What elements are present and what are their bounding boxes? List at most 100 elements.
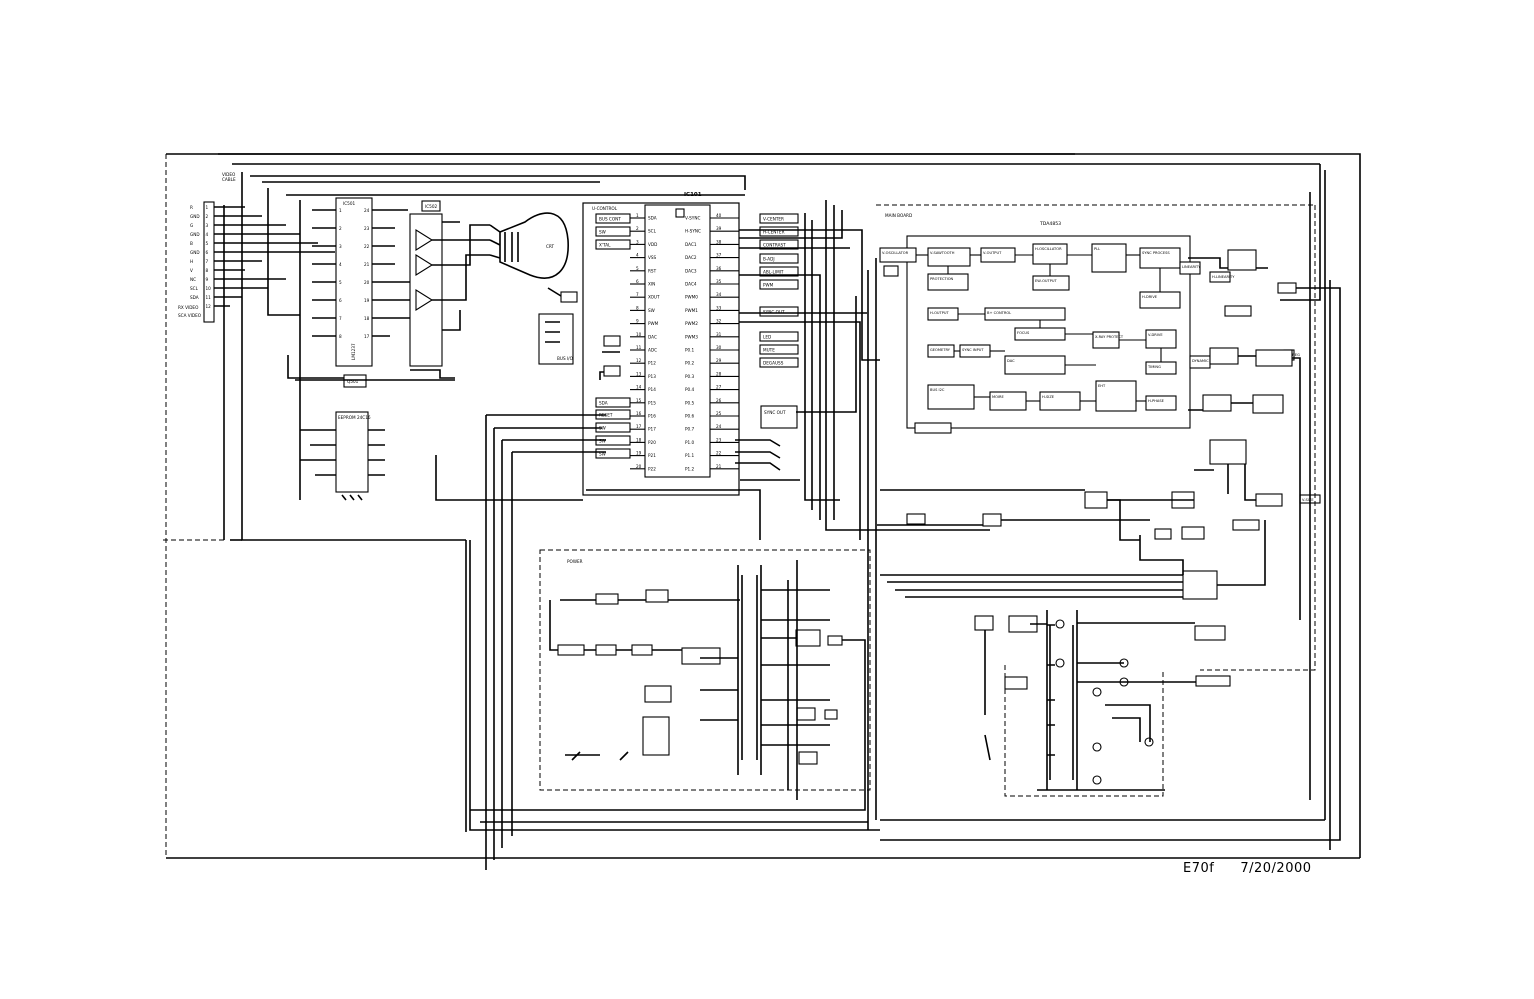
connector-header-2: CABLE: [222, 177, 236, 182]
connector-signal: H: [190, 259, 193, 264]
power-label: POWER: [567, 559, 583, 564]
connector-pin: 11: [206, 295, 212, 300]
mcu-pin-number: 3: [636, 239, 639, 244]
main-board-label: MAIN BOARD: [885, 213, 912, 218]
preamp-pin: 22: [364, 244, 370, 249]
mcu-pin-number: 26: [716, 398, 722, 403]
deflection-block-label: MOIRE: [992, 395, 1004, 399]
connector-signal: GND: [190, 250, 200, 255]
signal-bus: [160, 163, 1320, 541]
mcu-control-label: ABL-LIMIT: [763, 270, 784, 275]
mcu-pin-number: 9: [636, 319, 639, 324]
mcu-control-block: [759, 344, 799, 355]
mcu-pin-signal: DAC2: [685, 255, 697, 260]
bus-io-block: BUS I/O: [538, 313, 574, 365]
mcu-aux-block: [595, 239, 631, 250]
deflection-block-label: V-SAWTOOTH: [930, 251, 955, 255]
deflection-block: [1209, 271, 1231, 283]
connector-signal: V: [190, 268, 193, 273]
mcu-pin-number: 16: [636, 411, 642, 416]
mcu-pin-number: 33: [716, 305, 722, 310]
mcu-control-block: [759, 306, 799, 317]
connector-pin: 8: [206, 268, 209, 273]
mcu-control-block: [759, 279, 799, 290]
deflection-block-label: H-DRIVE: [1142, 295, 1158, 299]
mcu-pin-signal: P0.7: [685, 427, 695, 432]
deflection-block-label: BUS I2C: [930, 388, 945, 392]
mcu-pin-signal: SW: [648, 308, 655, 313]
mcu-pin-number: 11: [636, 345, 642, 350]
mcu-pin-number: 24: [716, 424, 722, 429]
preamp-pin: 24: [364, 208, 370, 213]
mcu-aux-label: SW: [599, 439, 606, 444]
deflection-block: [1032, 275, 1070, 291]
mcu-pin-number: 6: [636, 279, 639, 284]
mcu-pin-signal: P0.1: [685, 348, 695, 353]
mcu-aux-block: [595, 226, 631, 237]
mcu-pin-number: 22: [716, 451, 722, 456]
connector-pin: 12: [206, 304, 212, 309]
ic501-label: IC501: [343, 201, 355, 206]
deflection-block: [927, 247, 971, 267]
deflection-block-label: SYNC INPUT: [962, 348, 984, 352]
mcu-pin-number: 4: [636, 253, 639, 258]
mcu-pin-number: 39: [716, 226, 722, 231]
mcu-pin-signal: H-SYNC: [685, 229, 701, 234]
mcu-pin-number: 29: [716, 358, 722, 363]
mcu-pin-signal: P16: [648, 414, 656, 419]
mcu-interconnect: [435, 200, 990, 870]
mcu-pin-number: 32: [716, 319, 722, 324]
mcu-pin-number: 10: [636, 332, 642, 337]
deflection-block: [1091, 243, 1127, 273]
preamp-pin: 3: [339, 244, 342, 249]
mcu-pin-signal: ADC: [648, 348, 657, 353]
connector-pin: 2: [206, 214, 209, 219]
deflection-block-label: TIMING: [1147, 365, 1161, 369]
mcu-pin-signal: P0.3: [685, 374, 695, 379]
sca-video-label: SCA VIDEO: [178, 313, 202, 318]
mcu-pin-signal: P1.1: [685, 453, 695, 458]
deflection-block-label: PROTECTION: [930, 277, 954, 281]
connector-pin: 1: [206, 205, 209, 210]
mcu-pin-number: 17: [636, 424, 642, 429]
mcu-aux-block: [595, 448, 631, 459]
preamp-pin: 6: [339, 298, 342, 303]
mcu-pin-signal: XOUT: [648, 295, 660, 300]
deflection-block-label: H-LINEARITY: [1212, 275, 1235, 279]
connector-signal: B: [190, 241, 193, 246]
preamp-pin: 8: [339, 334, 342, 339]
mcu-pin-signal: DAC: [648, 334, 657, 339]
connector-signal: NC: [190, 277, 196, 282]
connector-pin: 4: [206, 232, 209, 237]
mcu-pin-signal: P0.4: [685, 387, 695, 392]
mcu-pin-number: 38: [716, 239, 722, 244]
mcu-control-label: CONTRAST: [763, 243, 786, 248]
mcu-control-label: MUTE: [763, 348, 775, 353]
preamp-pin: 17: [364, 334, 370, 339]
sync-out-label: SYNC OUT: [764, 410, 786, 415]
bus-io-label: BUS I/O: [557, 356, 574, 361]
deflection-block-label: V-OSCILLATOR: [882, 251, 909, 255]
deflection-block-label: H-OUTPUT: [930, 311, 950, 315]
mcu-pin-number: 18: [636, 437, 642, 442]
mcu-pin-signal: DAC3: [685, 268, 697, 273]
mcu-aux-label: SW: [599, 230, 606, 235]
connector-pin: 7: [206, 259, 209, 264]
deflection-block: [1145, 395, 1177, 411]
q501-label: Q501: [347, 379, 359, 384]
preamp-pin: 21: [364, 262, 370, 267]
mcu-pin-number: 1: [636, 213, 639, 218]
mcu-control-block: [759, 266, 799, 277]
mcu-aux-label: SW: [599, 426, 606, 431]
deflection-block-label: V-OUTPUT: [983, 251, 1002, 255]
mcu-control-label: LED: [763, 335, 771, 340]
mcu-control-block: [759, 357, 799, 368]
mcu-pin-number: 14: [636, 385, 642, 390]
date-label: 7/20/2000: [1240, 861, 1312, 876]
deflection-block-label: EW-OUTPUT: [1035, 279, 1058, 283]
deflection-block-label: B+ CONTROL: [987, 311, 1011, 315]
mcu-control-label: H-CENTER: [763, 230, 785, 235]
